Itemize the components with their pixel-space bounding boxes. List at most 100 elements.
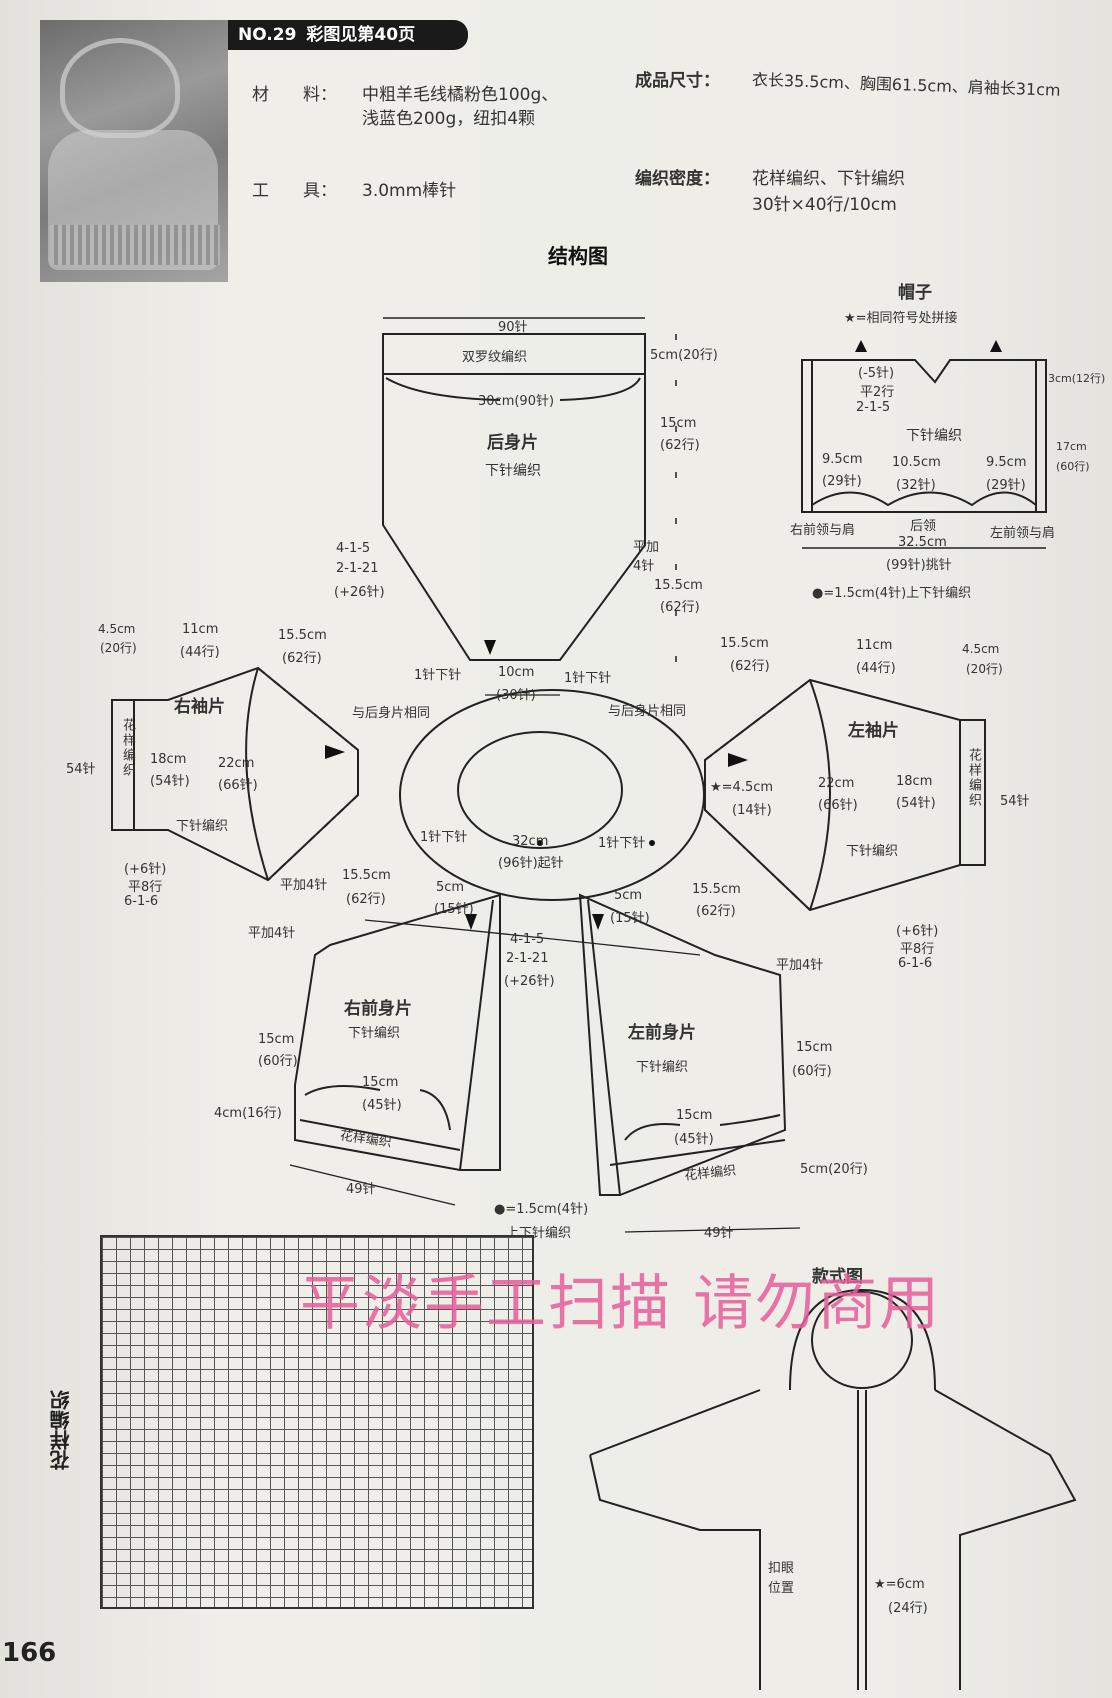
materials-line1: 中粗羊毛线橘粉色100g、 [362,85,559,105]
collar-one-left: 1针下针 [420,830,468,845]
rs-d2r: (44行) [180,645,220,660]
center-raglan-2: 2-1-21 [506,951,549,966]
back-one-stitch-left: 1针下针 [414,668,462,683]
rs-w1r: (54针) [150,774,190,789]
hood-side-rows: (60行) [1056,460,1090,473]
lf-rib-h: 5cm(20行) [800,1162,868,1177]
style-star: ★=6cm [874,1577,925,1592]
hood-total: 32.5cm [898,535,947,550]
rs-stitch: 下针编织 [176,819,229,834]
hood-legend: ★=相同符号处拼接 [844,311,958,326]
ls-d2: 11cm [856,638,893,653]
gauge-label: 编织密度： [635,169,720,189]
ls-w2: 18cm [896,774,933,789]
rf-w: 15cm [362,1075,399,1090]
center-raglan-3: (+26针) [504,974,555,989]
right-front-outline [294,893,501,1171]
ls-cuff: 花样编织 [966,748,981,808]
ls-w1r: (66针) [818,798,858,813]
rs-d1: 4.5cm [98,622,136,636]
rf-d1: 15.5cm [342,868,391,883]
hood-seg1: 9.5cm [822,452,863,467]
rf-rib-h: 4cm(16行) [214,1106,282,1121]
rf-hr: (60行) [258,1054,298,1069]
rf-wr: (45针) [362,1098,402,1113]
lf-d1: 15.5cm [692,882,741,897]
right-front-name: 右前身片 [344,999,412,1019]
lf-d1r: (62行) [696,904,736,919]
gauge-line1: 花样编织、下针编织 [752,169,905,189]
back-rib-label: 双罗纹编织 [462,350,528,365]
hood-top-height: 3cm(12行) [1048,372,1106,385]
stitch-chart-grid [100,1235,534,1609]
product-photo [40,20,228,282]
rs-w2: 22cm [218,756,255,771]
back-top-width: 90针 [498,320,528,335]
left-sleeve-name: 左袖片 [848,721,899,741]
hood-back-neck: 后领 [910,519,937,534]
hood-title: 帽子 [898,283,932,303]
back-piece-outline [382,333,646,661]
watermark: 平淡手工扫描 请勿商用 [300,1269,942,1339]
collar-one-right: 1针下针 [598,836,646,851]
ls-inc-2: 平8行 [900,942,935,957]
rs-d2: 11cm [182,622,219,637]
rf-d2r: (15针) [434,902,474,917]
back-raglan-3: (+26针) [334,585,385,600]
back-h2-rows: (62行) [660,600,700,615]
hood-stitch: 下针编织 [906,428,962,444]
collar-outer [399,689,705,901]
rs-same: 与后身片相同 [352,706,431,721]
style-body [589,1389,1077,1690]
rf-stitch: 下针编织 [348,1026,401,1041]
hood-outline [801,359,1047,513]
ls-inc-1: (+6针) [896,924,939,939]
back-neck-stitches: (30针) [496,688,536,703]
materials-label: 材 料： [252,85,337,105]
ls-stitch: 下针编织 [846,844,899,859]
ls-star: ★=4.5cm [710,780,774,795]
rs-w1: 18cm [150,752,187,767]
style-button-2: 位置 [768,1581,795,1596]
collar-neck-cm: 32cm [512,834,549,849]
hood-seg2: 10.5cm [892,455,941,470]
rf-d2: 5cm [436,880,465,895]
back-h1: 15cm [660,416,697,431]
back-add-label: 平加 [633,540,660,555]
hood-seg3-st: (29针) [986,478,1026,493]
left-front-outline [578,893,787,1196]
ls-d1: 15.5cm [720,636,769,651]
tools-label: 工 具： [252,181,337,201]
back-one-stitch-right: 1针下针 [564,671,612,686]
ls-d3: 4.5cm [962,642,1000,656]
back-width: 30cm(90针) [478,394,555,409]
rs-cuff-st: 54针 [66,762,96,777]
lf-h: 15cm [796,1040,833,1055]
hood-side-height: 17cm [1056,440,1087,453]
rs-d3: 15.5cm [278,628,327,643]
rf-d1r: (62行) [346,892,386,907]
ls-cuff-st: 54针 [1000,794,1030,809]
hood-note: ●=1.5cm(4针)上下针编织 [812,586,972,601]
rs-d3r: (62行) [282,651,322,666]
tools-value: 3.0mm棒针 [362,181,457,201]
hood-seg2-st: (32针) [896,478,936,493]
back-raglan-1: 4-1-5 [336,541,371,556]
style-title: 款式图 [812,1267,863,1287]
ls-d3r: (20行) [966,662,1003,676]
back-stitch: 下针编织 [485,463,541,479]
lf-stitch: 下针编织 [636,1060,689,1075]
rs-inc-2: 平8行 [128,880,163,895]
ls-w1: 22cm [818,776,855,791]
ls-star-r: (14针) [732,803,772,818]
right-sleeve-name: 右袖片 [174,697,225,717]
back-h2: 15.5cm [654,578,703,593]
lf-w: 15cm [676,1108,713,1123]
rf-add: 平加4针 [248,926,296,941]
size-label: 成品尺寸： [635,71,720,91]
style-star-rows: (24行) [888,1601,928,1616]
lf-wr: (45针) [674,1132,714,1147]
lf-d2: 5cm [614,888,643,903]
